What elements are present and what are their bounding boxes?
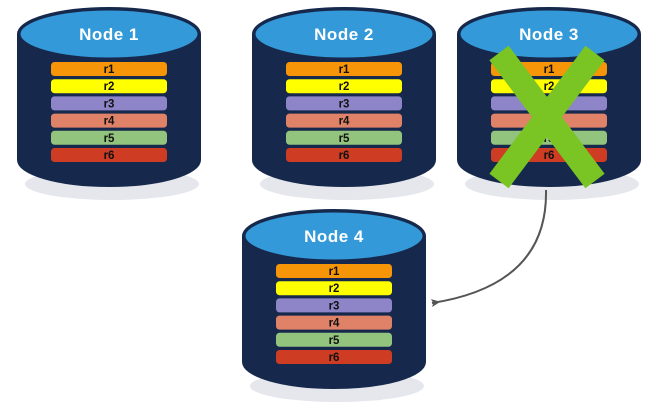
node-1-row-r5-bar[interactable]	[51, 130, 167, 145]
failure-x-mark	[489, 45, 605, 189]
node-1-row-r2-label: r2	[104, 81, 115, 93]
node-1-row-r3-label: r3	[104, 98, 115, 110]
node-1-row-r3-bar[interactable]	[51, 96, 167, 111]
node-1-row-r3[interactable]: r3	[51, 96, 167, 111]
node-4-row-r5-bar[interactable]	[276, 332, 392, 347]
node-1-row-r1-bar[interactable]	[51, 62, 167, 76]
node-2-row-r4-bar[interactable]	[286, 113, 402, 128]
node-2-row-r2-label: r2	[339, 81, 350, 93]
node-2-row-r4[interactable]: r4	[286, 113, 402, 128]
node-3-row-r6-label: r6	[544, 150, 555, 162]
node-4-row-r2-bar[interactable]	[276, 281, 392, 296]
node-1-row-r2-bar[interactable]	[51, 79, 167, 94]
node-2-row-r5-label: r5	[339, 133, 350, 145]
node-4-row-r4[interactable]: r4	[276, 315, 392, 330]
node-2-row-r4-label: r4	[339, 116, 350, 128]
node-1-row-r6-bar[interactable]	[51, 148, 167, 162]
node-1[interactable]: Node 1 r1 r2 r3 r4 r5 r6	[17, 7, 201, 200]
node-2-row-r2-bar[interactable]	[286, 79, 402, 94]
node-4[interactable]: Node 4 r1 r2 r3 r4 r5 r6	[242, 209, 426, 402]
node-4-row-r3-label: r3	[329, 300, 340, 312]
node-3-title: Node 3	[519, 25, 579, 44]
node-2-row-r1-label: r1	[339, 64, 350, 76]
node-2-row-r1[interactable]: r1	[286, 62, 402, 76]
node-1-row-r4-label: r4	[104, 116, 115, 128]
node-4-row-r2-label: r2	[329, 283, 340, 295]
node-2-top-cap	[252, 7, 436, 61]
node-2-row-r3-bar[interactable]	[286, 96, 402, 111]
node-4-top-cap	[242, 209, 426, 263]
node-2-row-r2[interactable]: r2	[286, 79, 402, 94]
node-3-row-r2-label: r2	[544, 81, 555, 93]
node-1-row-r1[interactable]: r1	[51, 62, 167, 76]
node-4-row-r6[interactable]: r6	[276, 350, 392, 364]
node-2-row-r6[interactable]: r6	[286, 148, 402, 162]
node-2-row-r6-label: r6	[339, 150, 350, 162]
node-4-row-r1[interactable]: r1	[276, 264, 392, 278]
overlay-layer	[430, 45, 605, 308]
node-4-row-r2[interactable]: r2	[276, 281, 392, 296]
node-3-row-r1-label: r1	[544, 64, 555, 76]
node-4-title: Node 4	[304, 227, 364, 246]
replication-arrow-line	[430, 189, 548, 308]
node-4-row-r4-label: r4	[329, 318, 340, 330]
node-1-top-cap	[17, 7, 201, 61]
node-2-row-r5-bar[interactable]	[286, 130, 402, 145]
node-1-row-r4[interactable]: r4	[51, 113, 167, 128]
replication-arrow	[430, 189, 548, 308]
node-4-row-r3[interactable]: r3	[276, 298, 392, 313]
node-2-row-r3-label: r3	[339, 98, 350, 110]
node-1-row-r6-label: r6	[104, 150, 115, 162]
node-1-row-r6[interactable]: r6	[51, 148, 167, 162]
node-1-row-r5-label: r5	[104, 133, 115, 145]
node-1-row-r1-label: r1	[104, 64, 115, 76]
node-4-row-r5-label: r5	[329, 335, 340, 347]
node-1-row-r2[interactable]: r2	[51, 79, 167, 94]
failure-x-stroke-up	[489, 45, 605, 189]
node-1-title: Node 1	[79, 25, 139, 44]
node-1-row-r4-bar[interactable]	[51, 113, 167, 128]
node-2-title: Node 2	[314, 25, 374, 44]
node-4-row-r5[interactable]: r5	[276, 332, 392, 347]
node-4-row-r6-bar[interactable]	[276, 350, 392, 364]
node-4-row-r6-label: r6	[329, 352, 340, 364]
node-2-row-r1-bar[interactable]	[286, 62, 402, 76]
node-4-row-r4-bar[interactable]	[276, 315, 392, 330]
node-2-row-r6-bar[interactable]	[286, 148, 402, 162]
node-4-row-r1-label: r1	[329, 266, 340, 278]
node-4-row-r1-bar[interactable]	[276, 264, 392, 278]
node-2-row-r5[interactable]: r5	[286, 130, 402, 145]
node-4-row-r3-bar[interactable]	[276, 298, 392, 313]
node-2[interactable]: Node 2 r1 r2 r3 r4 r5 r6	[252, 7, 436, 200]
node-3-top-cap	[457, 7, 641, 61]
node-2-row-r3[interactable]: r3	[286, 96, 402, 111]
node-1-row-r5[interactable]: r5	[51, 130, 167, 145]
